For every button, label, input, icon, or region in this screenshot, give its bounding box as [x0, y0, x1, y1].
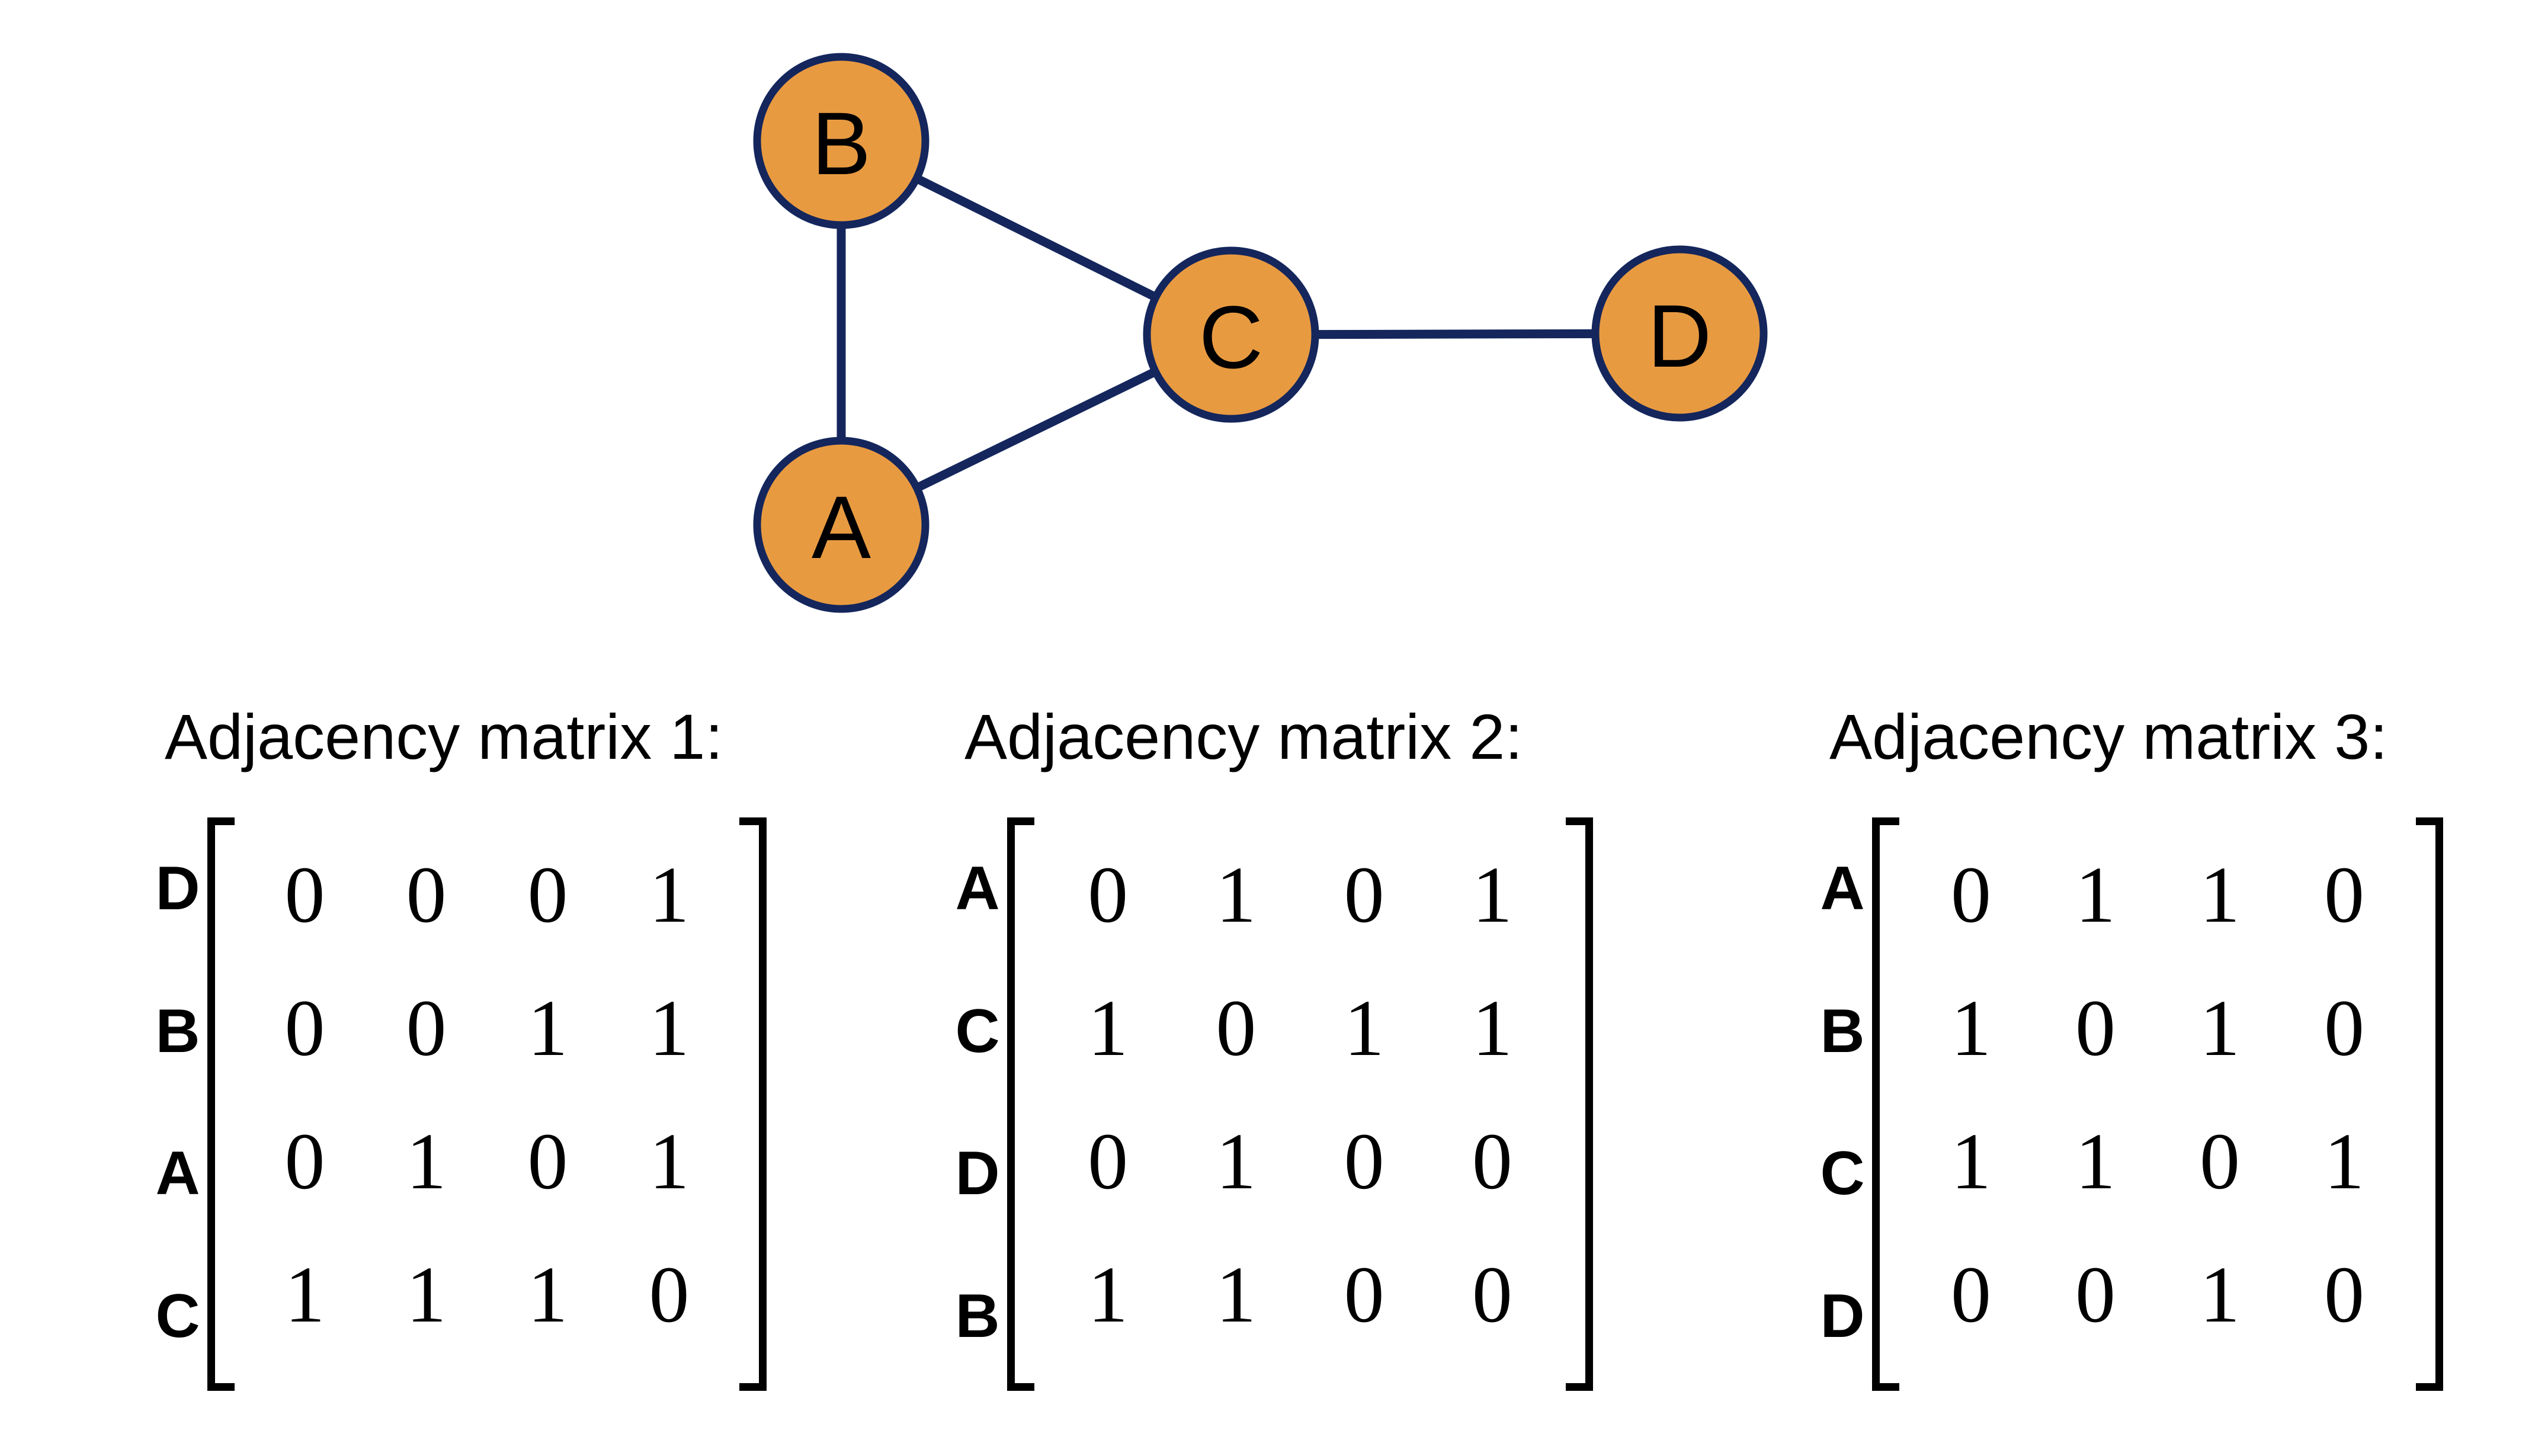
matrix-cell: 0 [527, 850, 568, 939]
matrix-cell: 0 [2324, 1250, 2364, 1339]
graph-diagram: B A C D [0, 0, 2532, 681]
matrix-2-bracket-wrap: 0 1 0 1 1 0 1 1 0 1 0 0 1 1 0 0 [1007, 817, 1593, 1391]
node-circle [1143, 246, 1319, 423]
row-label: C [1820, 1139, 1865, 1208]
matrix-cell: 1 [527, 983, 568, 1073]
matrix-cell: 0 [1216, 983, 1257, 1073]
matrix-cell: 1 [1951, 983, 1991, 1073]
matrix-cell: 1 [2075, 850, 2116, 939]
matrix-cell: 1 [1216, 1117, 1257, 1206]
matrix-cell: 0 [1344, 1117, 1384, 1206]
matrix-cell: 1 [1088, 1250, 1129, 1339]
matrix-cell: 1 [1951, 1117, 1991, 1206]
matrix-cell: 1 [649, 850, 690, 939]
adjacency-matrix-3: Adjacency matrix 3: A B C D 0 1 1 0 1 0 [1813, 705, 2443, 1391]
matrix-1-row-labels: D B A C [148, 817, 207, 1391]
matrix-cell: 1 [649, 983, 690, 1073]
row-label: B [155, 996, 200, 1066]
matrix-1-grid: 0 0 0 1 0 0 1 1 0 1 0 1 1 1 1 0 [235, 817, 739, 1391]
matrix-cell: 0 [527, 1117, 568, 1206]
matrix-cell: 0 [1088, 1117, 1129, 1206]
row-label: D [155, 854, 200, 923]
matrix-cell: 0 [1472, 1250, 1512, 1339]
graph-node-d[interactable]: D [1591, 245, 1768, 422]
node-circle [753, 53, 930, 229]
matrix-2-body: A C D B 0 1 0 1 1 0 1 1 0 [948, 817, 1593, 1391]
left-bracket-icon [207, 817, 235, 1391]
matrix-cell: 1 [527, 1250, 568, 1339]
matrix-cell: 1 [1216, 1250, 1257, 1339]
matrix-3-body: A B C D 0 1 1 0 1 0 1 0 1 [1813, 817, 2443, 1391]
graph-svg: B A C D [753, 53, 1768, 613]
node-label: A [812, 477, 871, 577]
row-label: B [1820, 996, 1865, 1066]
row-label: D [955, 1139, 1000, 1208]
matrix-2-row-labels: A C D B [948, 817, 1007, 1391]
right-bracket-icon [739, 817, 767, 1391]
matrix-cell: 0 [2200, 1117, 2240, 1206]
matrix-1-title: Adjacency matrix 1: [165, 701, 723, 772]
matrix-cell: 0 [284, 850, 325, 939]
matrix-cell: 0 [2075, 1250, 2116, 1339]
matrix-cell: 0 [406, 983, 447, 1073]
matrix-3-row-labels: A B C D [1813, 817, 1872, 1391]
node-label: B [812, 94, 871, 193]
matrix-1-body: D B A C 0 0 0 1 0 0 1 1 0 [148, 817, 767, 1391]
node-circle [753, 437, 930, 613]
matrix-cell: 0 [2324, 850, 2364, 939]
matrix-cell: 0 [1472, 1117, 1512, 1206]
matrix-1-bracket-wrap: 0 0 0 1 0 0 1 1 0 1 0 1 1 1 1 0 [207, 817, 767, 1391]
matrix-cell: 0 [284, 1117, 325, 1206]
left-bracket-icon [1007, 817, 1034, 1391]
matrix-cell: 1 [2200, 850, 2240, 939]
graph-node-c[interactable]: C [1143, 246, 1319, 423]
left-bracket-icon [1872, 817, 1899, 1391]
matrix-cell: 1 [1472, 983, 1512, 1073]
matrix-cell: 0 [2324, 983, 2364, 1073]
matrix-cell: 1 [406, 1250, 447, 1339]
matrix-cell: 1 [1088, 983, 1129, 1073]
matrix-cell: 1 [649, 1117, 690, 1206]
row-label: B [955, 1281, 1000, 1351]
matrix-cell: 0 [1344, 850, 1384, 939]
matrix-cell: 0 [1344, 1250, 1384, 1339]
matrix-cell: 1 [1472, 850, 1512, 939]
matrix-cell: 1 [2324, 1117, 2364, 1206]
matrix-cell: 1 [1344, 983, 1384, 1073]
matrix-cell: 0 [284, 983, 325, 1073]
matrix-cell: 1 [406, 1117, 447, 1206]
matrix-cell: 1 [1216, 850, 1257, 939]
matrix-3-grid: 0 1 1 0 1 0 1 0 1 1 0 1 0 0 1 0 [1899, 817, 2416, 1391]
row-label: C [955, 996, 1000, 1066]
matrix-cell: 0 [406, 850, 447, 939]
matrix-cell: 0 [649, 1250, 690, 1339]
matrix-cell: 0 [2075, 983, 2116, 1073]
matrix-3-title: Adjacency matrix 3: [1829, 701, 2388, 772]
adjacency-matrix-2: Adjacency matrix 2: A C D B 0 1 0 1 1 0 [948, 705, 1593, 1391]
matrix-cell: 0 [1088, 850, 1129, 939]
matrix-cell: 1 [2200, 1250, 2240, 1339]
node-circle [1591, 245, 1768, 422]
row-label: C [155, 1281, 200, 1351]
graph-node-b[interactable]: B [753, 53, 930, 229]
matrix-cell: 0 [1951, 1250, 1991, 1339]
row-label: D [1820, 1281, 1865, 1351]
matrix-cell: 1 [2200, 983, 2240, 1073]
matrix-3-bracket-wrap: 0 1 1 0 1 0 1 0 1 1 0 1 0 0 1 0 [1872, 817, 2443, 1391]
matrix-2-grid: 0 1 0 1 1 0 1 1 0 1 0 0 1 1 0 0 [1034, 817, 1566, 1391]
matrix-2-title: Adjacency matrix 2: [964, 701, 1523, 772]
row-label: A [155, 1139, 200, 1208]
row-label: A [1820, 854, 1865, 923]
matrix-cell: 1 [2075, 1117, 2116, 1206]
node-label: C [1199, 287, 1263, 387]
right-bracket-icon [1566, 817, 1593, 1391]
adjacency-matrix-1: Adjacency matrix 1: D B A C 0 0 0 1 0 0 [148, 705, 767, 1391]
matrix-cell: 1 [284, 1250, 325, 1339]
node-label: D [1648, 286, 1711, 386]
node-layer: B A C D [753, 53, 1768, 613]
row-label: A [955, 854, 1000, 923]
right-bracket-icon [2416, 817, 2443, 1391]
graph-node-a[interactable]: A [753, 437, 930, 613]
matrix-cell: 0 [1951, 850, 1991, 939]
